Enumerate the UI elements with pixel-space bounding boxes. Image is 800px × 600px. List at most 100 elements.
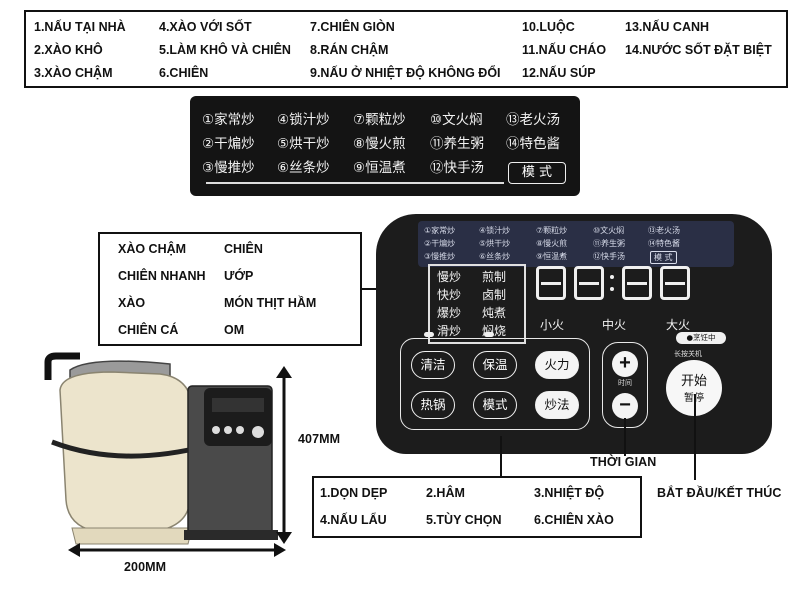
connector-line (694, 394, 696, 480)
stir-mode-indicator: 慢炒 煎制 快炒 卤制 爆炒 炖煮 滑炒 焖烧 (428, 264, 526, 344)
cn-mode-item: ⑤烘干炒 (277, 136, 330, 152)
segment-digit (660, 266, 690, 300)
function-button-group: 清洁 保温 火力 热锅 模式 炒法 (400, 338, 590, 430)
display-item: ⑤烘干炒 (479, 239, 511, 248)
display-item: ⑥丝条炒 (479, 252, 511, 261)
legend-item: 6.CHIÊN (159, 66, 209, 80)
function-item: 4.NẤU LẨU (320, 513, 387, 527)
mini-start-button (252, 426, 264, 438)
cn-mode-item: ⑩文火焖 (430, 112, 483, 128)
cn-mode-item: ⑦颗粒炒 (353, 112, 406, 128)
cn-mode-item: ⑫快手汤 (430, 160, 484, 176)
mini-button (212, 426, 220, 434)
timer-display (536, 266, 706, 304)
legend-item: 1.NẤU TẠI NHÀ (34, 20, 126, 34)
display-item: ⑪养生粥 (593, 239, 625, 248)
display-item: ⑫快手汤 (593, 252, 625, 261)
stir-item: 滑炒 (437, 324, 462, 338)
control-panel: ①家常炒 ④锁汁炒 ⑦颗粒炒 ⑩文火焖 ⑬老火汤 ②干煸炒 ⑤烘干炒 ⑧慢火煎 … (376, 214, 772, 454)
cooking-status-badge: ●烹饪中 (676, 332, 726, 344)
keep-warm-button[interactable]: 保温 (473, 351, 517, 379)
mode-button[interactable]: 模 式 (508, 162, 566, 184)
start-label: 开始 (680, 374, 707, 389)
colon-dot (610, 287, 614, 291)
legend-item: 12.NẤU SÚP (522, 66, 596, 80)
stir-item: 煎制 (482, 270, 507, 284)
tower-foot (184, 530, 278, 540)
cn-mode-item: ⑪养生粥 (430, 136, 484, 152)
clean-button[interactable]: 清洁 (411, 351, 455, 379)
legend-item: 8.RÁN CHẬM (310, 43, 389, 57)
function-item: 5.TÙY CHỌN (426, 513, 502, 527)
segment-digit (574, 266, 604, 300)
stir-item: 慢炒 (437, 270, 462, 284)
mode-item: CHIÊN (224, 242, 263, 256)
plus-button[interactable]: + (612, 351, 638, 377)
mini-button (236, 426, 244, 434)
legend-item: 10.LUỘC (522, 20, 575, 34)
heat-pan-button[interactable]: 热锅 (411, 391, 455, 419)
stir-item: 卤制 (482, 288, 507, 302)
mode-item: CHIÊN NHANH (118, 269, 206, 283)
legend-item: 2.XÀO KHÔ (34, 43, 103, 57)
stir-mode-box: XÀO CHẬM CHIÊN CHIÊN NHANH ƯỚP XÀO MÓN T… (98, 232, 362, 346)
width-arrow (68, 543, 286, 557)
legend-item: 3.XÀO CHẬM (34, 66, 113, 80)
display-item: ⑬老火汤 (648, 226, 680, 235)
chinese-mode-panel: ①家常炒 ④锁汁炒 ⑦颗粒炒 ⑩文火焖 ⑬老火汤 ②干煸炒 ⑤烘干炒 ⑧慢火煎 … (190, 96, 580, 196)
legend-item: 11.NẤU CHÁO (522, 43, 607, 57)
cn-mode-item: ⑧慢火煎 (353, 136, 406, 152)
mode-item: ƯỚP (224, 269, 254, 283)
minus-button[interactable]: − (612, 393, 638, 419)
display-item: ①家常炒 (424, 226, 456, 235)
cn-mode-item: ④锁汁炒 (277, 112, 330, 128)
mode-button[interactable]: 模式 (473, 391, 517, 419)
cn-mode-item: ⑥丝条炒 (277, 160, 330, 176)
cn-mode-item: ③慢推炒 (202, 160, 255, 176)
cn-mode-item: ①家常炒 (202, 112, 255, 128)
time-control: + 时间 − (602, 342, 648, 428)
pot-rim (51, 439, 207, 459)
indicator-led (424, 332, 434, 337)
legend-item: 5.LÀM KHÔ VÀ CHIÊN (159, 43, 291, 57)
display-item: ⑨恒温煮 (536, 252, 568, 261)
function-item: 1.DỌN DẸP (320, 486, 388, 500)
fire-power-button[interactable]: 火力 (535, 351, 579, 379)
top-legend-box: 1.NẤU TẠI NHÀ 4.XÀO VỚI SỐT 7.CHIÊN GIÒN… (24, 10, 788, 88)
cn-mode-item: ②干煸炒 (202, 136, 255, 152)
function-item: 3.NHIỆT ĐỘ (534, 486, 605, 500)
display-item: ⑦颗粒炒 (536, 226, 568, 235)
mini-button (224, 426, 232, 434)
width-label: 200MM (124, 560, 167, 574)
long-press-label: 长按关机 (674, 350, 702, 358)
cn-mode-item: ⑨恒温煮 (353, 160, 406, 176)
legend-item: 14.NƯỚC SỐT ĐẶT BIỆT (625, 43, 772, 57)
display-item: ③慢推炒 (424, 252, 456, 261)
legend-item: 4.XÀO VỚI SỐT (159, 20, 252, 34)
function-item: 6.CHIÊN XÀO (534, 513, 614, 527)
stir-method-button[interactable]: 炒法 (535, 391, 579, 419)
display-item: ②干煸炒 (424, 239, 456, 248)
stir-item: 爆炒 (437, 306, 462, 320)
heat-label-low: 小火 (540, 318, 565, 332)
heat-label-high: 大火 (666, 318, 691, 332)
segment-digit (536, 266, 566, 300)
mode-item: XÀO (118, 296, 146, 310)
indicator-led (484, 332, 494, 337)
colon-dot (610, 275, 614, 279)
mode-item: CHIÊN CÁ (118, 323, 179, 337)
stir-item: 炖煮 (482, 306, 507, 320)
start-end-caption: BẮT ĐẦU/KẾT THÚC (657, 486, 782, 500)
pot-base (71, 527, 193, 545)
divider (206, 182, 504, 184)
mode-item: XÀO CHẬM (118, 242, 187, 256)
function-legend-box: 1.DỌN DẸP 2.HÂM 3.NHIỆT ĐỘ 4.NẤU LẨU 5.T… (312, 476, 642, 538)
mode-item: OM (224, 323, 245, 337)
function-item: 2.HÂM (426, 486, 465, 500)
connector-line (500, 436, 502, 476)
display-item: ⑭特色酱 (648, 239, 680, 248)
time-label: 时间 (618, 379, 632, 387)
mode-display: ①家常炒 ④锁汁炒 ⑦颗粒炒 ⑩文火焖 ⑬老火汤 ②干煸炒 ⑤烘干炒 ⑧慢火煎 … (418, 221, 734, 267)
display-item: ④锁汁炒 (479, 226, 511, 235)
height-label: 407MM (298, 432, 341, 446)
